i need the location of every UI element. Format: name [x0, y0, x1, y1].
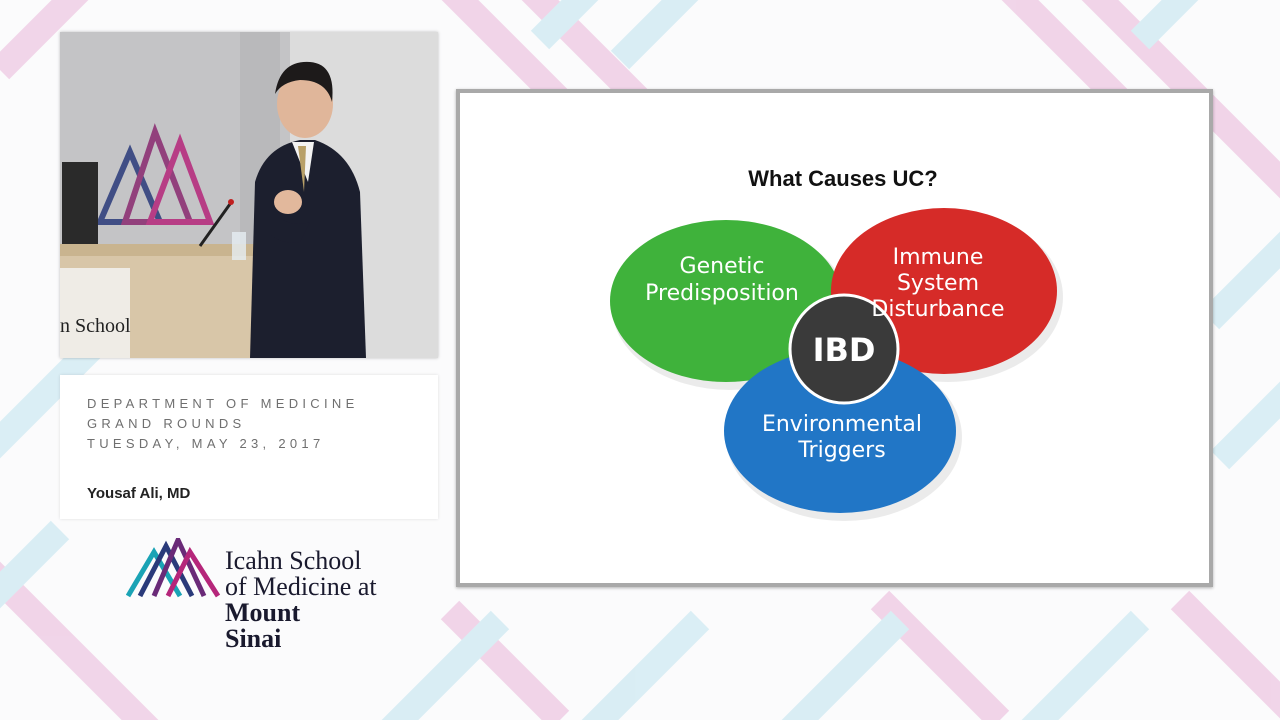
wall-logo-icon: [95, 123, 215, 225]
date-label: TUESDAY, MAY 23, 2017: [87, 436, 325, 451]
logo-wordmark: Icahn School of Medicine at Mount Sinai: [225, 548, 377, 652]
logo-line-3: Mount: [225, 598, 301, 627]
environmental-circle: [724, 349, 956, 513]
info-card: DEPARTMENT OF MEDICINE GRAND ROUNDS TUES…: [60, 375, 438, 519]
immune-label-line1: Immune: [893, 245, 984, 270]
speaker-video[interactable]: n School: [60, 32, 438, 358]
department-label: DEPARTMENT OF MEDICINE: [87, 396, 359, 411]
ibd-label: IBD: [813, 331, 876, 369]
institution-logo: Icahn School of Medicine at Mount Sinai: [126, 538, 426, 652]
venn-diagram: Genetic Predisposition Immune System Dis…: [610, 208, 1063, 521]
slide-title: What Causes UC?: [748, 166, 938, 191]
logo-line-4: Sinai: [225, 624, 282, 653]
environmental-label-line2: Triggers: [797, 438, 885, 463]
podium-sign-text: n School: [60, 315, 131, 337]
logo-line-1: Icahn School: [225, 546, 362, 575]
slide-frame: Genetic Predisposition Immune System Dis…: [456, 89, 1213, 587]
mount-sinai-logo-icon: [126, 538, 221, 598]
genetic-label-line1: Genetic: [680, 254, 765, 279]
event-label: GRAND ROUNDS: [87, 416, 246, 431]
speaker-name: Yousaf Ali, MD: [87, 485, 191, 502]
logo-line-2: of Medicine at: [225, 572, 377, 601]
genetic-label-line2: Predisposition: [645, 281, 799, 306]
immune-label-line2: System: [897, 271, 979, 296]
environmental-label-line1: Environmental: [762, 412, 922, 437]
genetic-circle: [610, 220, 842, 382]
speaker-figure: [250, 61, 366, 358]
immune-label-line3: Disturbance: [871, 297, 1004, 322]
ibd-circle: [788, 293, 900, 405]
speaker-video-frame: n School: [60, 32, 438, 358]
presentation-slide: Genetic Predisposition Immune System Dis…: [460, 93, 1209, 583]
